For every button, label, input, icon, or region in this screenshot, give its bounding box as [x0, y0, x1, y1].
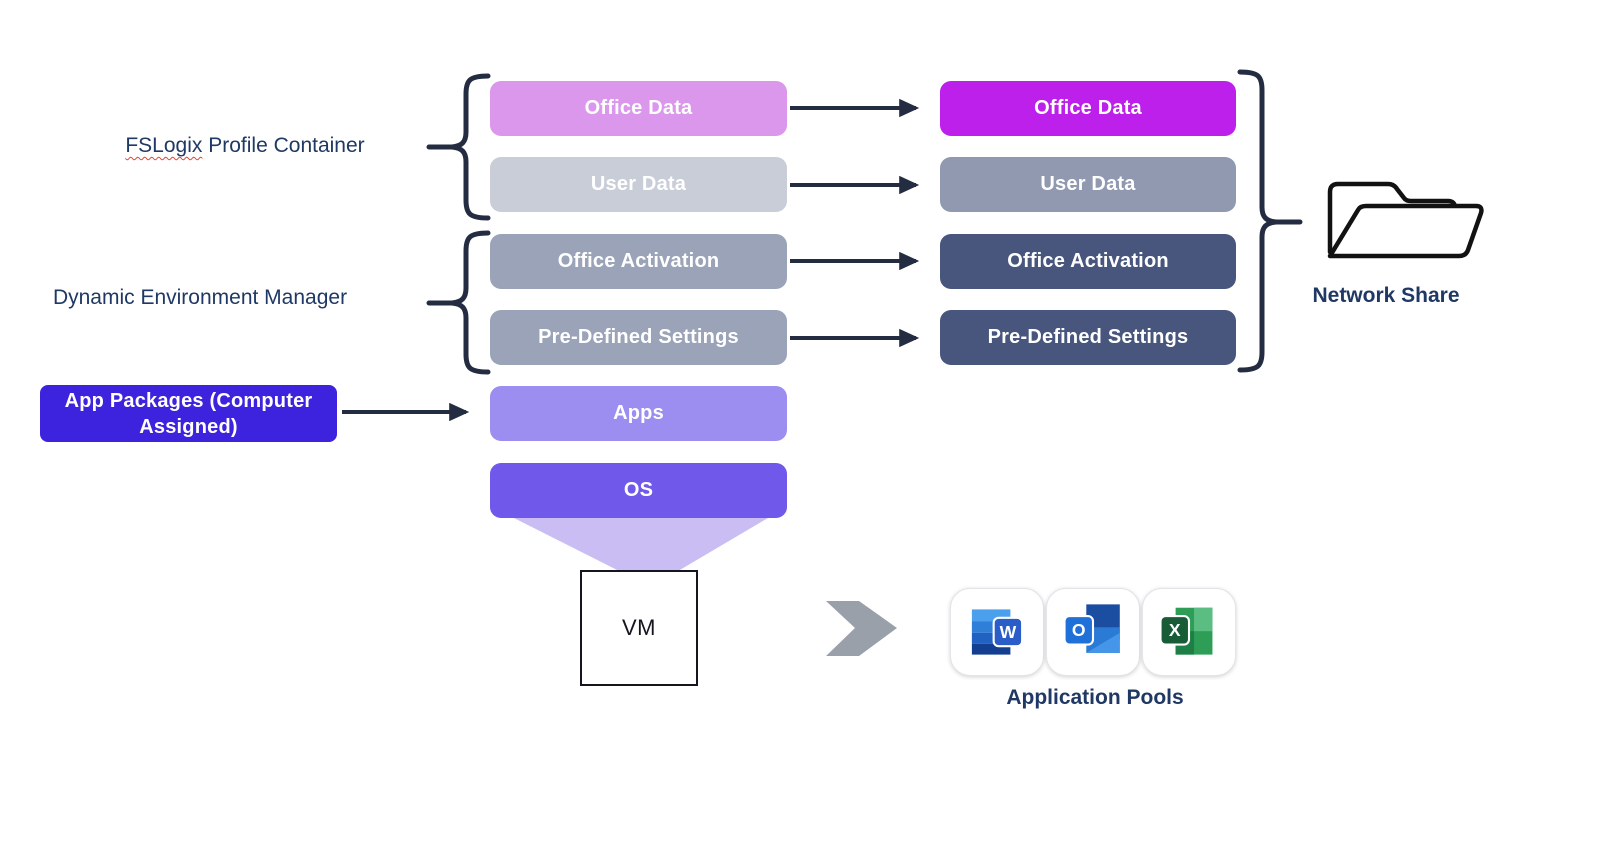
svg-text:O: O [1072, 620, 1086, 640]
vm-box: VM [580, 570, 698, 686]
app-packages-box: App Packages (Computer Assigned) [40, 385, 337, 442]
fslogix-word: FSLogix [125, 134, 203, 157]
application-pools-label: Application Pools [1006, 686, 1184, 709]
share-office-data-box: Office Data [940, 81, 1236, 136]
app-packages-line1: App Packages (Computer [64, 389, 313, 412]
local-os-box: OS [490, 463, 787, 518]
local-predefined-settings-box: Pre-Defined Settings [490, 310, 787, 365]
dem-brace [426, 230, 491, 375]
local-office-activation-box: Office Activation [490, 234, 787, 289]
chevron-right-icon [826, 601, 897, 656]
local-user-data-box: User Data [490, 157, 787, 212]
local-office-data-box: Office Data [490, 81, 787, 136]
share-user-data-box: User Data [940, 157, 1236, 212]
word-icon: W [950, 588, 1044, 676]
fslogix-profile-container-label: FSLogix Profile Container [80, 134, 410, 158]
excel-icon: X [1142, 588, 1236, 676]
funnel-shape [502, 512, 778, 587]
dynamic-environment-manager-label: Dynamic Environment Manager [52, 286, 348, 309]
app-packages-line2: Assigned) [139, 415, 238, 438]
share-office-activation-box: Office Activation [940, 234, 1236, 289]
svg-text:W: W [1000, 622, 1017, 642]
network-share-brace [1237, 69, 1303, 373]
svg-text:X: X [1169, 620, 1181, 640]
fslogix-rest: Profile Container [208, 134, 365, 157]
share-predefined-settings-box: Pre-Defined Settings [940, 310, 1236, 365]
open-folder-icon [1327, 181, 1484, 259]
local-apps-box: Apps [490, 386, 787, 441]
outlook-icon: O [1046, 588, 1140, 676]
fslogix-brace [426, 73, 491, 221]
network-share-label: Network Share [1312, 284, 1460, 307]
